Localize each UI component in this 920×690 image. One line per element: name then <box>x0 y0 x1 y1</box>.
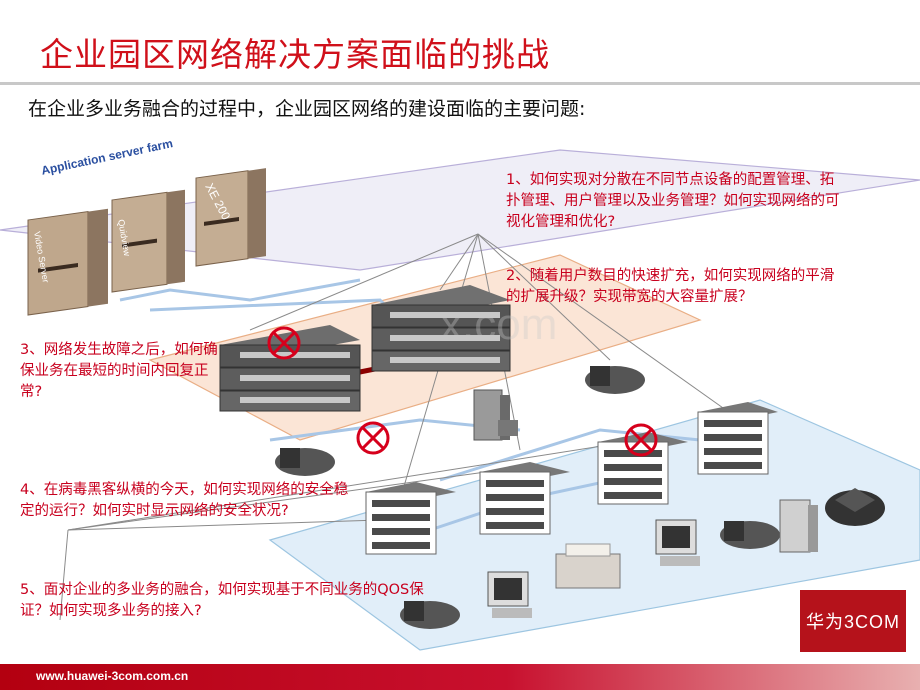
ip-phone-4-icon <box>400 601 460 629</box>
ip-phone-1-icon <box>275 448 335 476</box>
callout-lines <box>59 233 741 621</box>
question-4: 4、在病毒黑客纵横的今天，如何实现网络的安全稳定的运行？如何实时显示网络的安全状… <box>20 482 349 519</box>
server-tower-video <box>27 208 108 316</box>
printer-icon <box>555 543 621 589</box>
footer-bar <box>0 664 920 690</box>
page-title: 企业园区网络解决方案面临的挑战 <box>40 35 550 74</box>
conference-phone-icon <box>825 488 885 526</box>
huawei-3com-logo: 华为3COM <box>800 590 906 652</box>
desktop-pc-2-icon <box>487 571 532 618</box>
access-switch-2 <box>479 462 570 535</box>
access-switch-4 <box>697 402 778 475</box>
ip-phone-3-icon <box>720 521 780 549</box>
fault-marker-2-icon <box>356 421 390 455</box>
core-switch-left <box>219 325 361 412</box>
watermark: x.com <box>440 300 558 349</box>
question-2: 2、随着用户数目的快速扩充，如何实现网络的平滑的扩展升级？实现带宽的大容量扩展？ <box>506 268 835 305</box>
question-1: 1、如何实现对分散在不同节点设备的配置管理、拓扑管理、用户管理以及业务管理？如何… <box>506 172 840 230</box>
desktop-pc-1-icon <box>655 519 700 566</box>
logo-text: 华为3COM <box>805 612 900 632</box>
tower-pc-icon <box>779 499 818 553</box>
small-server-icon <box>473 389 518 441</box>
question-3: 3、网络发生故障之后，如何确保业务在最短的时间内回复正常? <box>20 342 218 400</box>
network-diagram: Video Server Quidview XE 200 <box>0 149 920 651</box>
fault-marker-3-icon <box>624 423 658 457</box>
question-5: 5、面对企业的多业务的融合，如何实现基于不同业务的QOS保证？如何实现多业务的接… <box>20 582 424 619</box>
footer-url: www.huawei-3com.com.cn <box>36 669 189 683</box>
server-tower-xe200 <box>195 168 266 267</box>
page-subtitle: 在企业多业务融合的过程中，企业园区网络的建设面临的主要问题: <box>28 98 586 120</box>
ip-phone-2-icon <box>585 366 645 394</box>
fault-marker-1-icon <box>267 326 301 360</box>
core-switch-right <box>371 285 511 372</box>
title-divider <box>0 82 920 85</box>
server-tower-quidview <box>111 189 185 293</box>
access-switch-1 <box>365 482 456 555</box>
